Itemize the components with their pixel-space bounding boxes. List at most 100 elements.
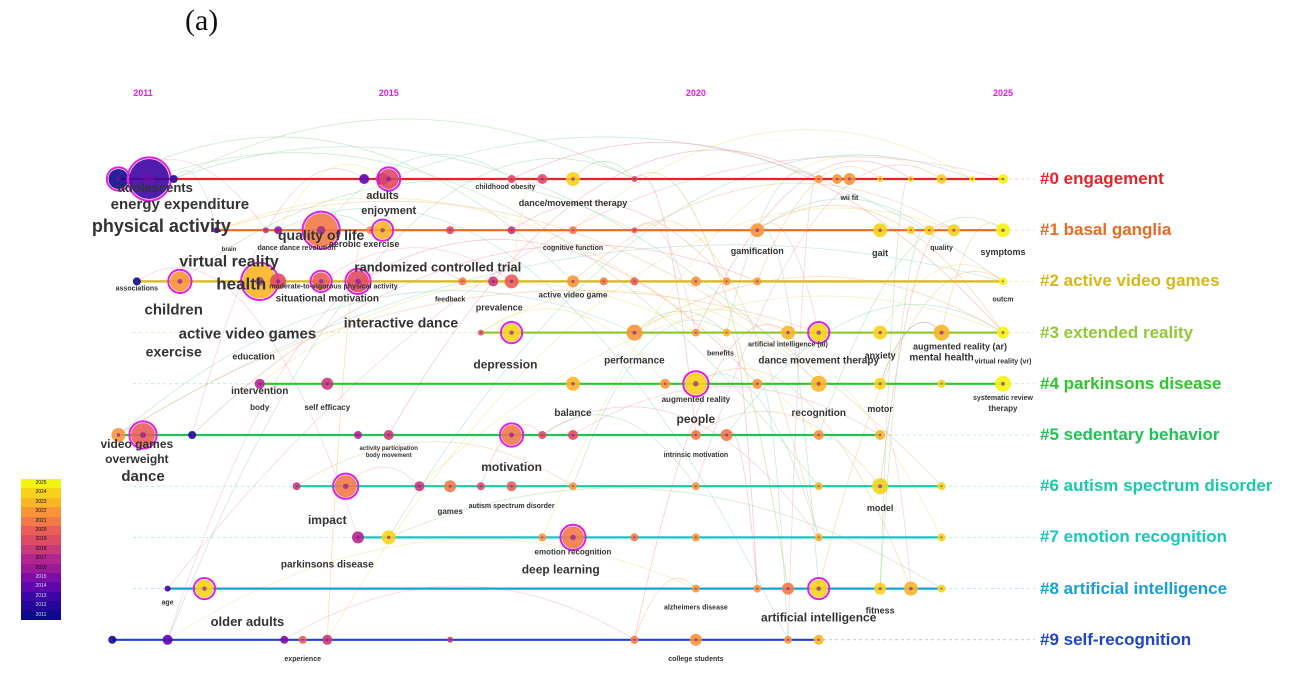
citation-arc (480, 290, 819, 385)
citation-arc (726, 303, 1004, 436)
node-core (215, 229, 218, 232)
legend-cell-2022: 2022 (21, 507, 61, 517)
node-core (325, 382, 329, 386)
node-halo (559, 523, 587, 552)
citation-arc (634, 172, 789, 589)
citation-arc (173, 118, 635, 180)
cluster-label-5: #5 sedentary behavior (1040, 425, 1220, 444)
year-tick-2015: 2015 (378, 88, 399, 98)
citation-arc (695, 367, 912, 589)
keyword-label: adolescents (118, 180, 193, 195)
keyword-label: quality of life (278, 227, 365, 243)
keyword-label: recognition (791, 408, 845, 419)
node-halo (128, 420, 158, 450)
node-core (326, 638, 329, 642)
node-core (909, 586, 913, 591)
node-core (940, 382, 943, 385)
keyword-label: older adults (211, 614, 285, 629)
node-core (786, 330, 790, 335)
node-core (878, 330, 882, 335)
node-core (817, 178, 820, 180)
node-core (940, 536, 943, 539)
node-core (509, 432, 515, 438)
keyword-label: alzheimers disease (664, 605, 728, 612)
node-core (816, 381, 821, 386)
node-core (1001, 228, 1005, 232)
cluster-label-8: #8 artificial intelligence (1040, 578, 1228, 598)
citation-arc (879, 225, 955, 487)
citation-arcs (118, 118, 1004, 641)
keyword-label: wii fit (839, 195, 859, 202)
citation-arc (388, 487, 942, 589)
node-core (264, 229, 267, 232)
node-core (449, 229, 452, 232)
citation-arc (284, 585, 635, 641)
keyword-label: associations (116, 285, 159, 292)
node-core (817, 485, 820, 488)
node-core (461, 280, 464, 283)
citation-arc (695, 410, 881, 487)
citation-arc (541, 154, 942, 538)
keyword-label: quality (930, 245, 953, 252)
node-core (725, 331, 728, 334)
node-core (939, 330, 944, 335)
legend-cell-2016: 2016 (21, 563, 61, 573)
node-core (571, 177, 575, 181)
node-core (816, 586, 821, 591)
legend-cell-2018: 2018 (21, 544, 61, 555)
legend-cell-2020: 2020 (21, 526, 61, 536)
keyword-label: dance movement therapy (758, 356, 879, 367)
node-core (663, 382, 667, 386)
node-core (177, 278, 183, 284)
node-core (725, 433, 729, 437)
node-core (356, 535, 360, 539)
keyword-label: active video game (539, 290, 608, 299)
node-core (787, 638, 789, 641)
citation-arc (345, 466, 420, 487)
keyword-label: intrinsic motivation (664, 452, 729, 459)
node-core (879, 178, 882, 180)
year-tick-2011: 2011 (133, 88, 153, 98)
node-core (878, 587, 882, 591)
node-core (166, 587, 169, 590)
keyword-label: feedback (435, 296, 465, 303)
keyword-label: autism spectrum disorder (469, 503, 555, 510)
node-core (479, 331, 482, 334)
keyword-label: anxiety (865, 351, 896, 361)
legend-cell-2019: 2019 (21, 535, 61, 545)
keyword-label: augmented reality (ar) (913, 342, 1007, 352)
cluster-label-1: #1 basal ganglia (1040, 220, 1172, 240)
node-core (633, 638, 636, 641)
citation-arc (167, 158, 635, 640)
citation-arc (756, 222, 820, 333)
node-core (448, 484, 452, 488)
keyword-label: prevalence (476, 302, 523, 312)
keyword-label: symptoms (980, 247, 1025, 257)
node-core (172, 178, 175, 180)
node-core (952, 228, 956, 232)
node-core (755, 228, 760, 232)
node-core (756, 280, 759, 283)
node-core (1001, 331, 1005, 335)
citation-arc (542, 406, 820, 538)
node-core (509, 279, 514, 284)
keyword-label: therapy (989, 404, 1018, 413)
node-core (571, 433, 575, 437)
cluster-label-4: #4 parkinsons disease (1040, 373, 1222, 393)
node-core (694, 433, 698, 437)
node-core (449, 638, 452, 641)
node-core (940, 485, 943, 488)
node-core (295, 485, 298, 488)
citation-arc (167, 156, 1004, 589)
node-core (115, 176, 121, 182)
keyword-label: physical activity (92, 216, 231, 236)
citation-arc (572, 129, 973, 231)
citation-arc (136, 267, 359, 538)
node-core (510, 229, 513, 232)
node-core (909, 178, 912, 180)
cluster-label-7: #7 emotion recognition (1040, 527, 1228, 547)
keyword-label: cognitive function (543, 245, 603, 252)
keyword-label: intervention (231, 386, 288, 397)
citation-arc (296, 441, 574, 487)
